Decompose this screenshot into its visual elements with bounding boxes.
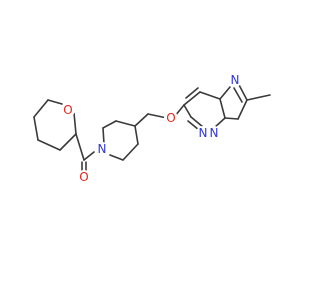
bond [219,86,231,100]
bond [134,125,139,145]
imidazole-ring [219,82,271,120]
bond [122,143,139,161]
carbonyl-oxygen-label: O [79,170,88,184]
pyridazine-nitrogen-label: N [199,126,208,140]
bond [224,117,239,120]
label-background [95,142,109,156]
bond [33,99,49,118]
label-background [207,126,221,140]
bond [187,120,200,131]
piperidine-nitrogen-label: N [98,142,107,156]
label-background [228,73,242,87]
structure-diagram: O O N O N N N [33,73,271,184]
tetrahydropyran-ring [33,99,77,151]
bond [75,133,85,161]
bond [37,139,61,151]
ring-oxygen-label: O [63,103,72,117]
bond [109,154,124,161]
bond [190,116,204,128]
ether-oxygen-label: O [166,111,175,125]
label-background [61,103,75,117]
bond [102,120,117,129]
bond [33,116,39,141]
bond [147,113,168,119]
bond [183,104,192,118]
bond [219,98,226,119]
bond [73,112,77,135]
carbonyl-group [75,133,95,173]
label-background [164,111,178,125]
bond [233,87,243,103]
bond [102,127,105,145]
bridgehead-nitrogen-label: N [210,126,219,140]
label-background [77,170,91,184]
bond [59,133,77,151]
bond [134,113,149,127]
molecule-canvas: O O N O N N N [33,73,271,184]
bond [237,82,248,101]
bond [83,151,95,161]
bond [237,99,248,120]
methyl-bond [246,94,271,101]
piperidine-ring [102,120,139,161]
bond [47,99,63,105]
bond [185,87,199,99]
atom-labels: O O N O N N N [61,73,242,184]
bond [115,120,136,127]
bond [199,91,221,100]
imidazole-nitrogen-label: N [231,73,240,87]
bond [183,91,201,106]
pyridazine-ring [183,87,226,131]
label-background [196,126,210,140]
